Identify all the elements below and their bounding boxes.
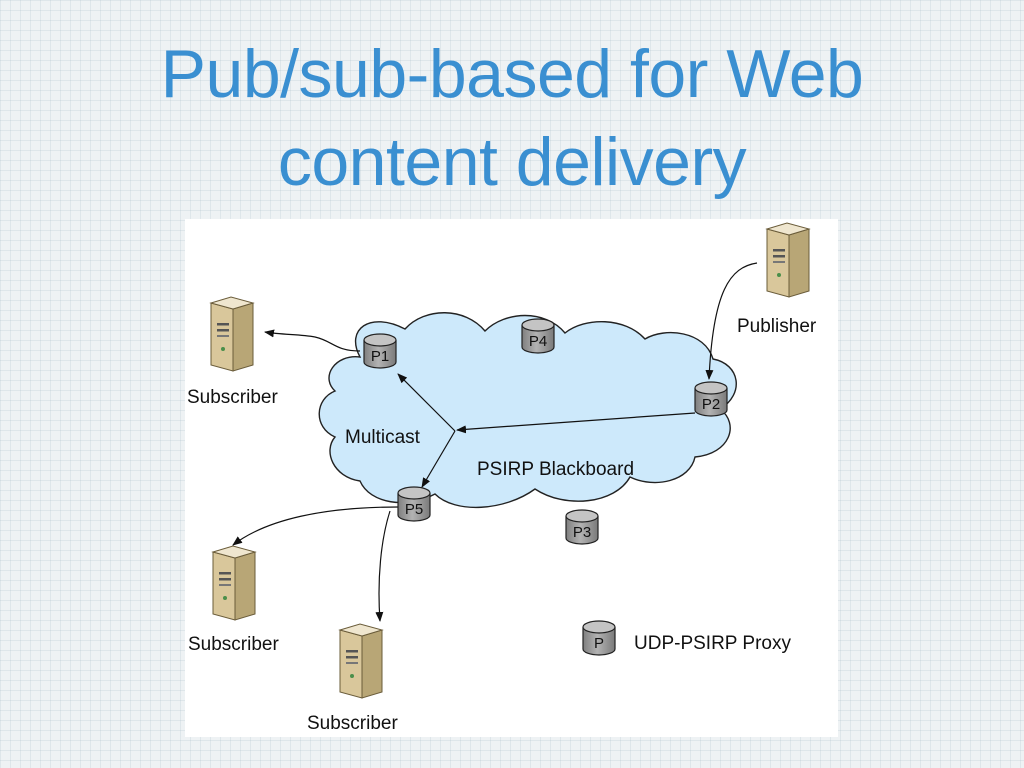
slide-title: Pub/sub-based for Web content delivery <box>0 30 1024 206</box>
proxy-p2-label: P2 <box>702 396 720 413</box>
legend-label: UDP-PSIRP Proxy <box>634 633 791 654</box>
server-icon <box>339 623 383 699</box>
multicast-label: Multicast <box>345 427 421 448</box>
cloud-label: PSIRP Blackboard <box>477 459 634 480</box>
slide-title-line-2: content delivery <box>277 124 747 200</box>
p1-to-subscriber-link <box>264 329 361 352</box>
subscriber-node: Subscriber <box>307 623 398 734</box>
slide-title-line-1: Pub/sub-based for Web <box>160 36 864 112</box>
server-icon <box>210 296 254 372</box>
proxy-p5-label: P5 <box>405 501 423 518</box>
proxy-p2: P2 <box>694 381 728 417</box>
psirp-blackboard-cloud <box>318 312 737 509</box>
legend-symbol-label: P <box>594 635 604 652</box>
proxy-p1: P1 <box>363 333 397 369</box>
multicast-to-p1-link <box>397 373 456 432</box>
server-icon <box>766 222 810 298</box>
subscriber-label: Subscriber <box>187 387 278 408</box>
legend: P UDP-PSIRP Proxy <box>582 620 791 656</box>
diagram-canvas: P1 P4 P2 P5 P3 Multicast PSIRP Blackboar… <box>187 222 817 734</box>
proxy-p1-label: P1 <box>371 348 389 365</box>
pubsub-diagram: P1 P4 P2 P5 P3 Multicast PSIRP Blackboar… <box>185 219 838 737</box>
publisher-node: Publisher <box>737 222 817 337</box>
proxy-p3-label: P3 <box>573 524 591 541</box>
subscriber-node: Subscriber <box>187 296 278 408</box>
subscriber-node: Subscriber <box>188 545 279 655</box>
subscriber-label: Subscriber <box>307 713 398 734</box>
p5-to-subscriber-left-link <box>232 506 399 546</box>
proxy-p3: P3 <box>565 509 599 545</box>
proxy-p4-label: P4 <box>529 333 547 350</box>
proxy-p5: P5 <box>397 486 431 522</box>
p5-to-subscriber-bottom-link <box>375 510 391 622</box>
publisher-to-p2-link <box>705 262 758 380</box>
publisher-label: Publisher <box>737 316 817 337</box>
proxy-p4: P4 <box>521 318 555 354</box>
subscriber-label: Subscriber <box>188 634 279 655</box>
multicast-to-p5-link <box>421 430 456 488</box>
p2-to-multicast-link <box>456 412 696 434</box>
server-icon <box>212 545 256 621</box>
legend-proxy-symbol: P <box>582 620 616 656</box>
